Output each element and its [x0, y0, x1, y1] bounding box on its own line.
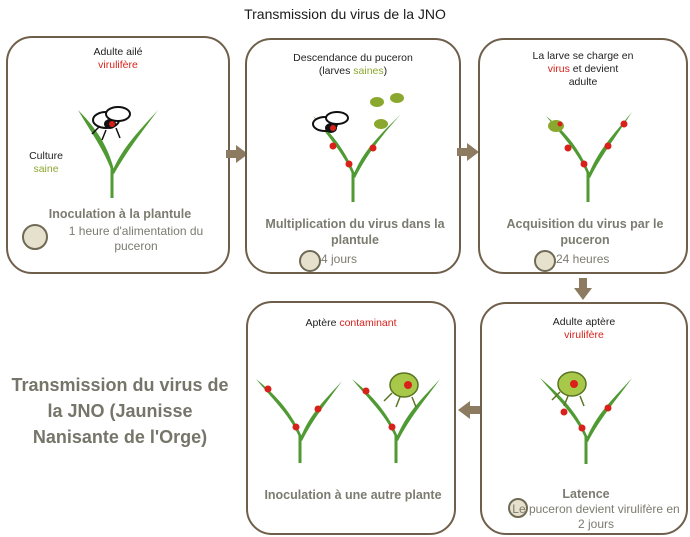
plant-with-winged-aphid [78, 106, 158, 198]
larva-icon [370, 93, 404, 129]
apterous-aphid-icon [383, 372, 419, 408]
stopwatch-icon [299, 250, 321, 272]
panel2-duration: 4 jours [321, 252, 358, 266]
panel5-caption: Adulte aptère [552, 316, 616, 328]
panel3-title: Acquisition du virus par le puceron [506, 217, 664, 247]
panel2-larvae-status: saines [353, 65, 384, 77]
plant-with-aphid-offspring [312, 93, 404, 202]
panel-inoculation: Adulte ailé virulifère Culture saine Ino… [6, 36, 230, 274]
panel2-larvae-open: (larves [318, 65, 354, 77]
panel4-title: Inoculation à une autre plante [264, 488, 442, 502]
panel3-duration: 24 heures [556, 252, 610, 266]
larva-icon [548, 120, 564, 132]
arrow-down [574, 278, 592, 300]
panel3-caption-end: adulte [568, 76, 598, 88]
arrow-left [458, 401, 480, 419]
winged-aphid-icon [312, 111, 349, 133]
panel4-status: contaminant [339, 317, 397, 329]
panel1-crop-label: Culture [29, 150, 63, 162]
panel-latency: Adulte aptère virulifère Latence Le puce… [480, 302, 688, 535]
arrow-right-2 [457, 143, 479, 161]
panel1-duration: 1 heure d'alimentation du puceron [68, 224, 204, 253]
panel1-title: Inoculation à la plantule [48, 207, 192, 221]
stopwatch-icon [508, 498, 528, 518]
panel3-caption: La larve se charge en [532, 50, 634, 62]
panel1-caption: Adulte ailé [93, 46, 143, 58]
stopwatch-icon [534, 250, 556, 272]
panel2-caption: Descendance du puceron [293, 52, 413, 64]
arrow-right-1 [226, 145, 248, 163]
panel5-status: virulifère [564, 329, 604, 341]
two-plants-with-aphid [256, 372, 440, 463]
plant-with-apterous-aphid [540, 371, 632, 464]
panel3-caption-cont: et devient [569, 63, 619, 75]
panel-multiplication: Descendance du puceron (larves saines) M… [245, 38, 461, 274]
panel1-crop-status: saine [33, 163, 59, 175]
panel1-status: virulifère [98, 59, 138, 71]
panel4-caption: Aptère [305, 317, 340, 329]
panel-inoculation-other-plant: Aptère contaminant Inoculation à une aut… [246, 301, 456, 535]
panel5-duration: Le puceron devient virulifère en 2 jours [512, 502, 680, 531]
diagram-title: Transmission du virus de la JNO [244, 6, 446, 22]
side-title: Transmission du virus de la JNO (Jauniss… [11, 375, 229, 447]
panel-acquisition: La larve se charge en virus et devient a… [478, 38, 688, 274]
panel3-virus: virus [547, 63, 570, 75]
stopwatch-icon [22, 224, 48, 250]
apterous-aphid-icon [551, 371, 587, 407]
winged-aphid-icon [91, 106, 131, 141]
panel5-title: Latence [562, 487, 610, 501]
plant-with-larva [546, 112, 632, 202]
panel2-title: Multiplication du virus dans la plantule [265, 217, 445, 247]
panel2-larvae-close: ) [383, 65, 388, 77]
